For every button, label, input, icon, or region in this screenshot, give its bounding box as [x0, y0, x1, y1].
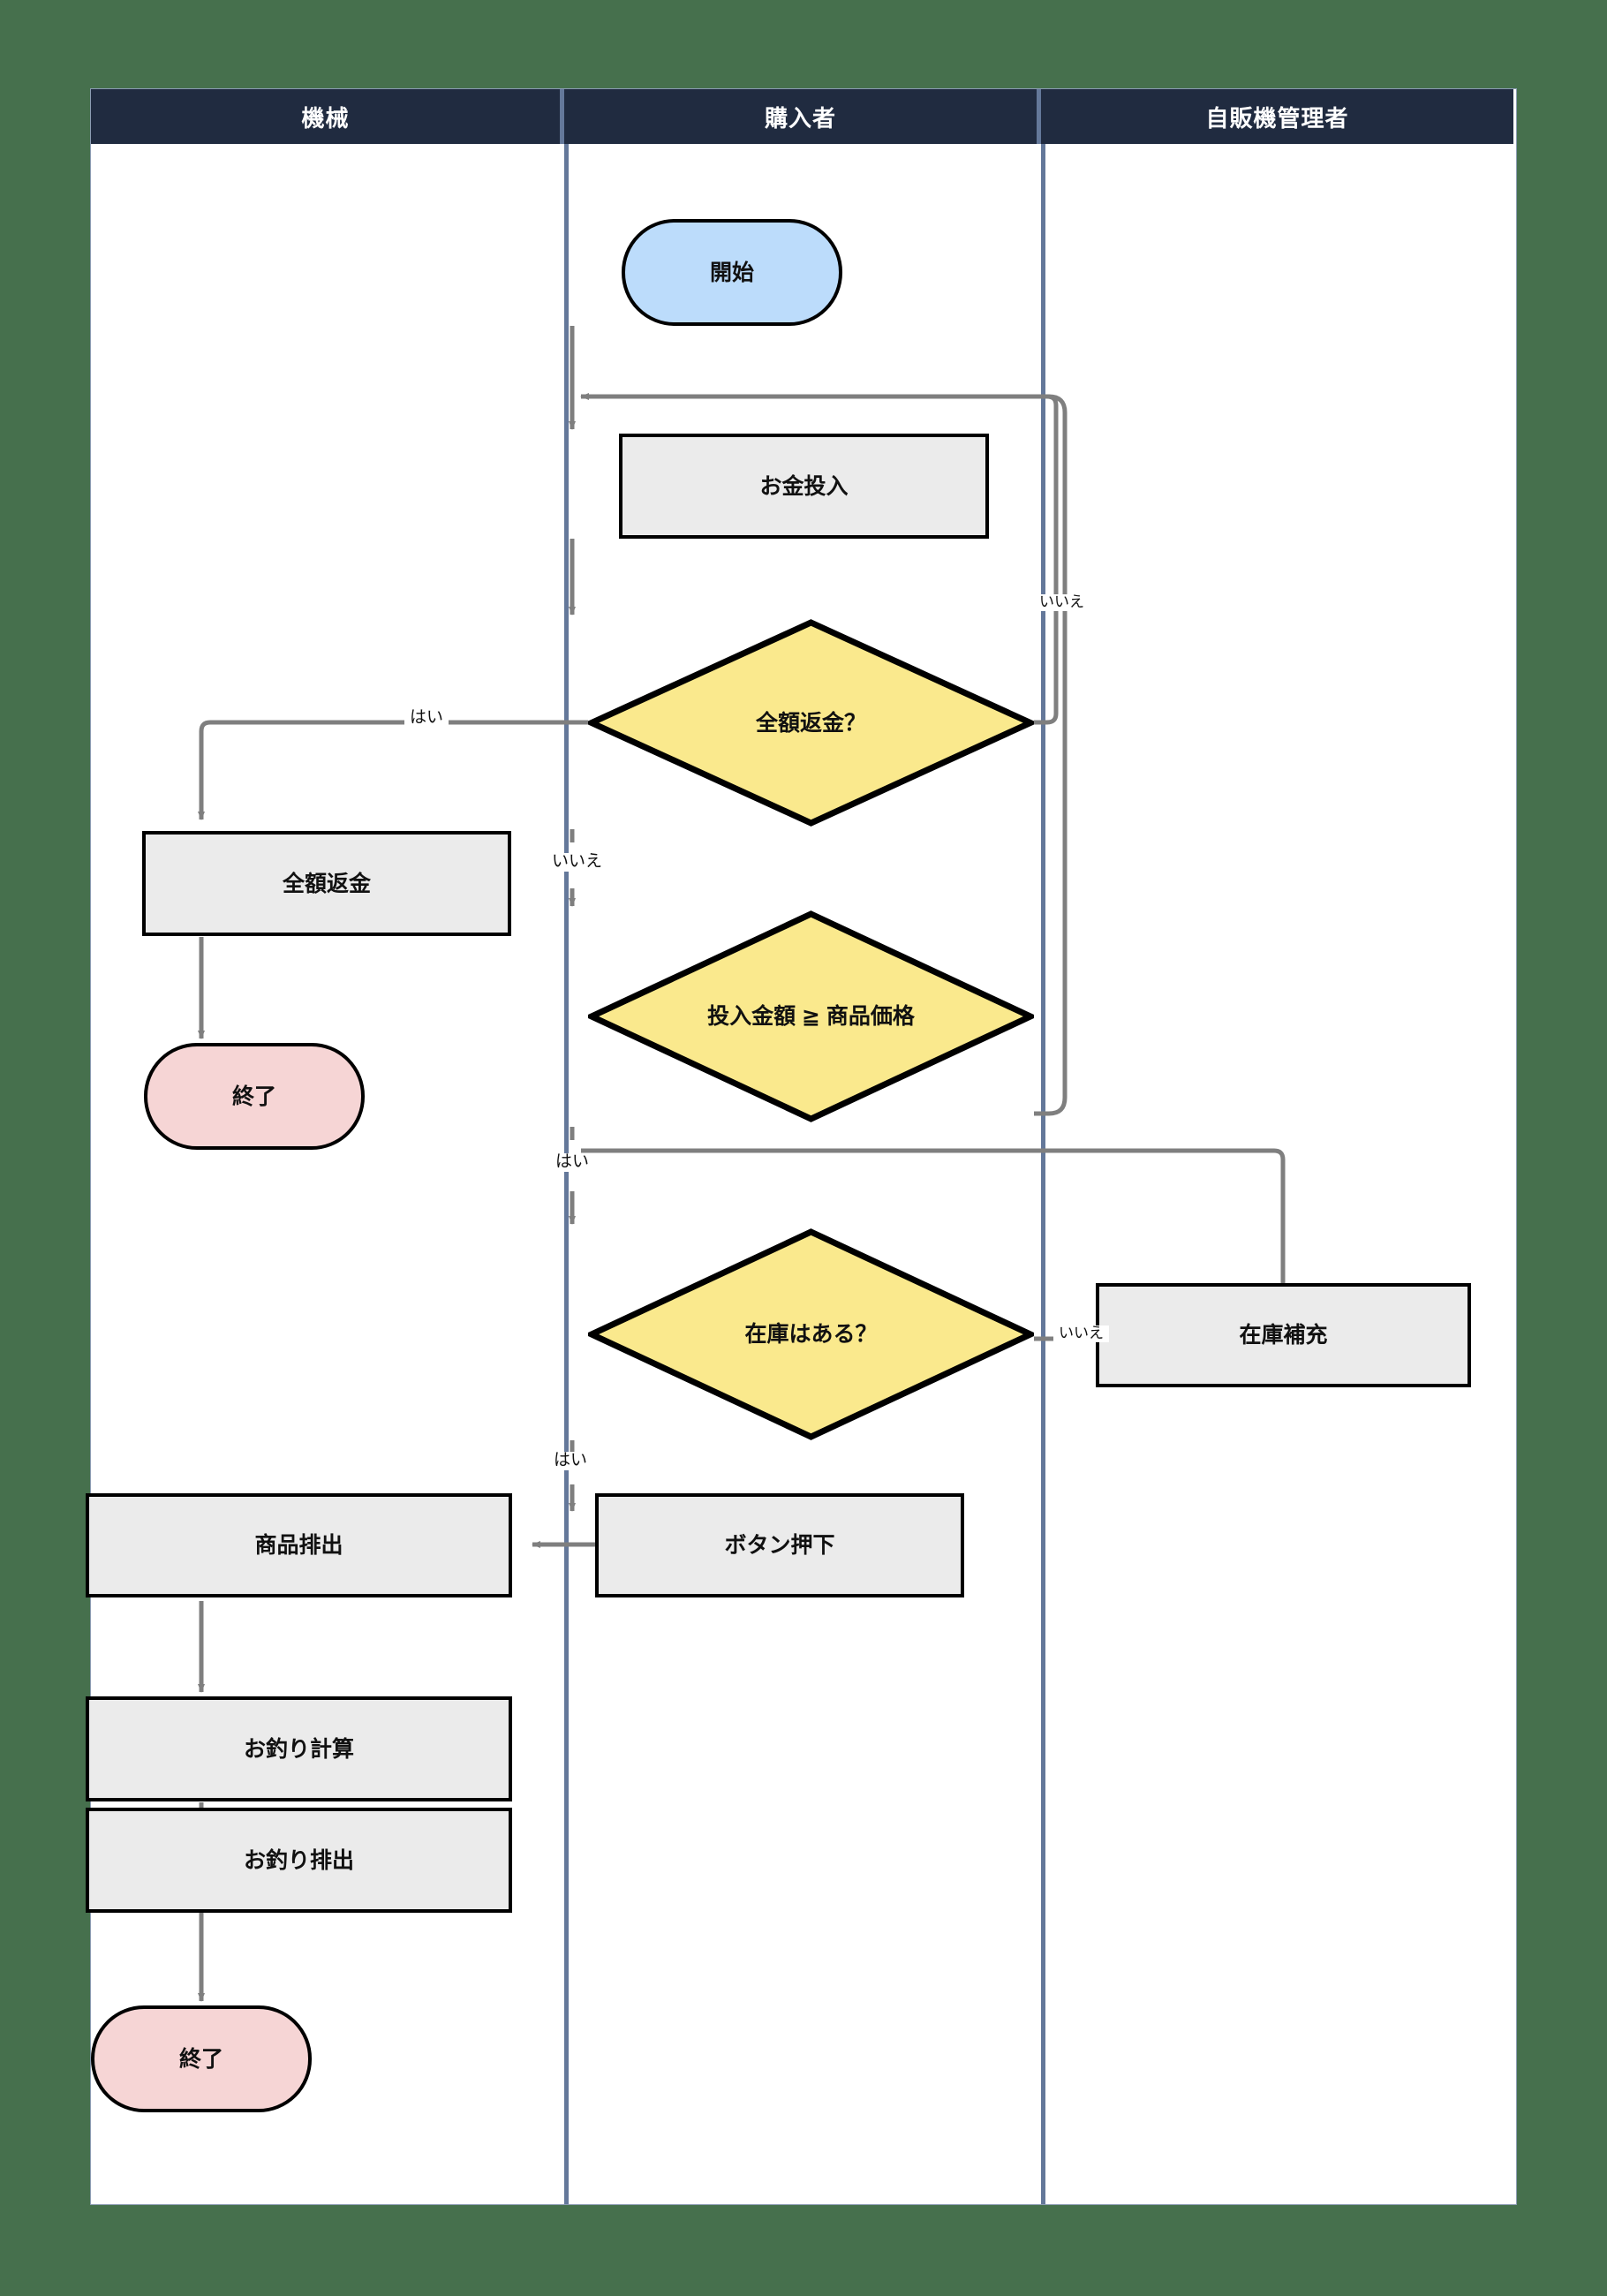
diamond-shape	[588, 1228, 1034, 1440]
node-dispense-product[interactable]: 商品排出	[86, 1493, 512, 1597]
node-full-refund-label: 全額返金	[282, 871, 371, 896]
edge-label-stock-yes: はい	[548, 1451, 593, 1470]
node-end-refund-label: 終了	[231, 1084, 276, 1109]
node-full-refund[interactable]: 全額返金	[142, 831, 511, 936]
node-decision-amount-vs-price-label: 投入金額 ≧ 商品価格	[707, 1004, 915, 1029]
lane-header-operator: 自販機管理者	[1041, 89, 1513, 144]
node-calculate-change-label: お釣り計算	[243, 1736, 354, 1762]
node-dispense-change-label: お釣り排出	[243, 1847, 354, 1873]
node-start[interactable]: 開始	[622, 219, 842, 326]
lane-header-buyer: 購入者	[564, 89, 1041, 144]
lane-header-machine: 機械	[91, 89, 564, 144]
node-press-button[interactable]: ボタン押下	[595, 1493, 964, 1597]
node-decision-stock-label: 在庫はある？	[744, 1322, 878, 1347]
edge-label-refund-no-right: いいえ	[1034, 593, 1090, 611]
node-calculate-change[interactable]: お釣り計算	[86, 1696, 512, 1801]
diamond-shape	[588, 910, 1034, 1122]
node-decision-amount-vs-price[interactable]: 投入金額 ≧ 商品価格	[588, 910, 1034, 1122]
node-decision-stock[interactable]: 在庫はある？	[588, 1228, 1034, 1440]
edge-label-amount-yes: はい	[550, 1152, 595, 1172]
node-decision-full-refund-label: 全額返金？	[755, 710, 866, 736]
edge-label-refund-no-down: いいえ	[547, 852, 608, 872]
node-start-label: 開始	[709, 260, 754, 285]
node-insert-money[interactable]: お金投入	[619, 434, 989, 539]
node-dispense-change[interactable]: お釣り排出	[86, 1808, 512, 1913]
lane-divider-1	[564, 144, 569, 2204]
node-end-normal-label: 終了	[178, 2046, 223, 2072]
node-dispense-product-label: 商品排出	[254, 1533, 343, 1558]
edge-label-refund-yes: はい	[404, 708, 449, 728]
lane-divider-2	[1041, 144, 1045, 2204]
node-insert-money-label: お金投入	[759, 473, 849, 499]
node-end-refund[interactable]: 終了	[144, 1043, 365, 1150]
node-restock-label: 在庫補充	[1239, 1323, 1328, 1348]
node-press-button-label: ボタン押下	[724, 1533, 835, 1558]
node-end-normal[interactable]: 終了	[91, 2005, 312, 2112]
node-restock[interactable]: 在庫補充	[1096, 1283, 1471, 1387]
edge-label-stock-no: いいえ	[1053, 1325, 1109, 1342]
diagram-canvas: 機械 購入者 自販機管理者	[86, 88, 1517, 2205]
lane-header-row: 機械 購入者 自販機管理者	[91, 89, 1516, 144]
diamond-shape	[588, 619, 1034, 827]
node-decision-full-refund[interactable]: 全額返金？	[588, 619, 1034, 827]
